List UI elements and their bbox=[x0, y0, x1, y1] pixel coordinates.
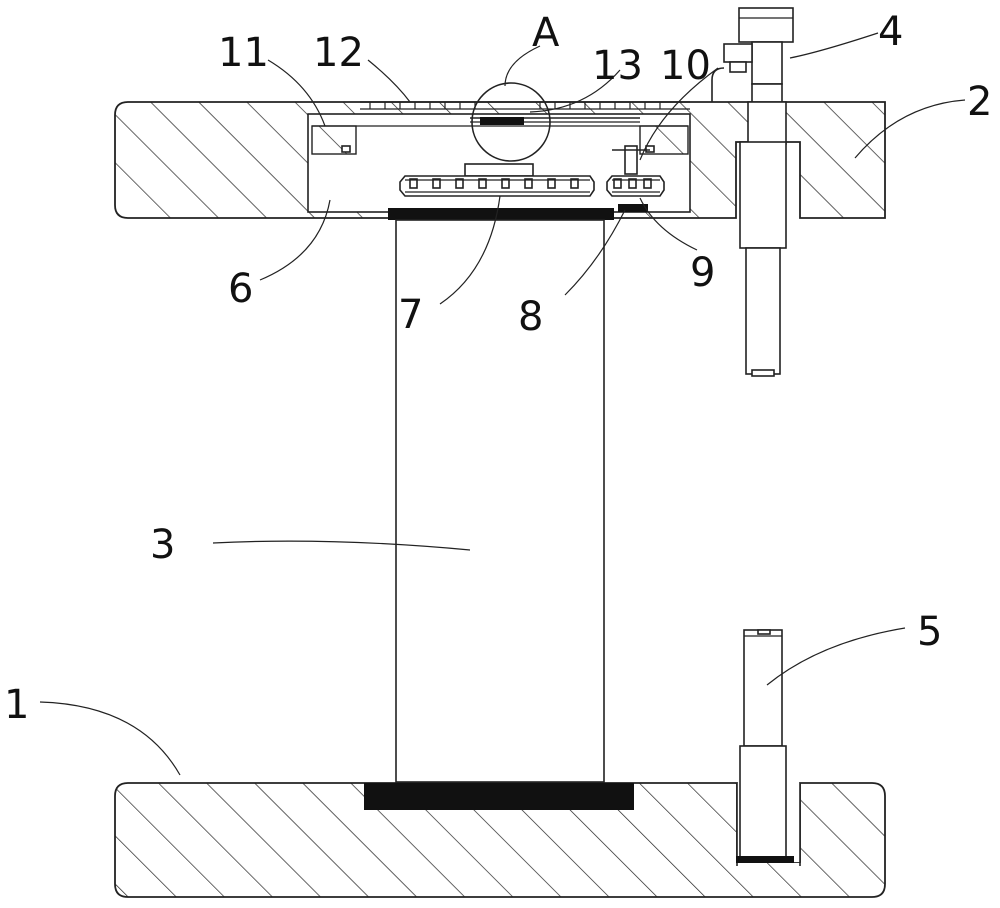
label-base: 1 bbox=[4, 682, 29, 728]
leader-lines bbox=[39, 32, 966, 776]
slot-strip bbox=[360, 101, 690, 110]
label-lower-rod: 5 bbox=[917, 609, 942, 655]
label-motor: 4 bbox=[878, 9, 903, 55]
base-pad bbox=[364, 783, 634, 810]
part-labels: 1 2 3 4 5 6 7 8 9 10 11 12 13 A bbox=[4, 9, 992, 728]
column bbox=[395, 219, 605, 783]
pad bbox=[618, 204, 648, 212]
gear-large bbox=[399, 163, 595, 197]
label-column: 3 bbox=[150, 522, 175, 568]
label-gear-small: 9 bbox=[690, 250, 715, 296]
base bbox=[114, 782, 886, 898]
label-housing: 6 bbox=[228, 266, 253, 312]
label-slot: 12 bbox=[313, 30, 364, 76]
strip bbox=[470, 117, 640, 125]
label-pad: 8 bbox=[518, 294, 543, 340]
lower-rod-foot bbox=[736, 856, 794, 863]
column-top-plate bbox=[388, 208, 614, 220]
label-top-plate: 2 bbox=[967, 79, 992, 125]
detail-pad bbox=[480, 117, 524, 125]
label-shaft: 10 bbox=[660, 43, 711, 89]
label-detail-mark: A bbox=[532, 10, 560, 56]
label-strip: 13 bbox=[592, 43, 643, 89]
detail-circle bbox=[471, 82, 551, 162]
inner-blocks bbox=[311, 125, 689, 155]
gear-small bbox=[606, 145, 665, 197]
lower-rod bbox=[736, 629, 794, 863]
motor bbox=[711, 7, 794, 103]
upper-rod bbox=[739, 101, 787, 377]
label-gear-large: 7 bbox=[398, 292, 423, 338]
label-block: 11 bbox=[218, 30, 269, 76]
